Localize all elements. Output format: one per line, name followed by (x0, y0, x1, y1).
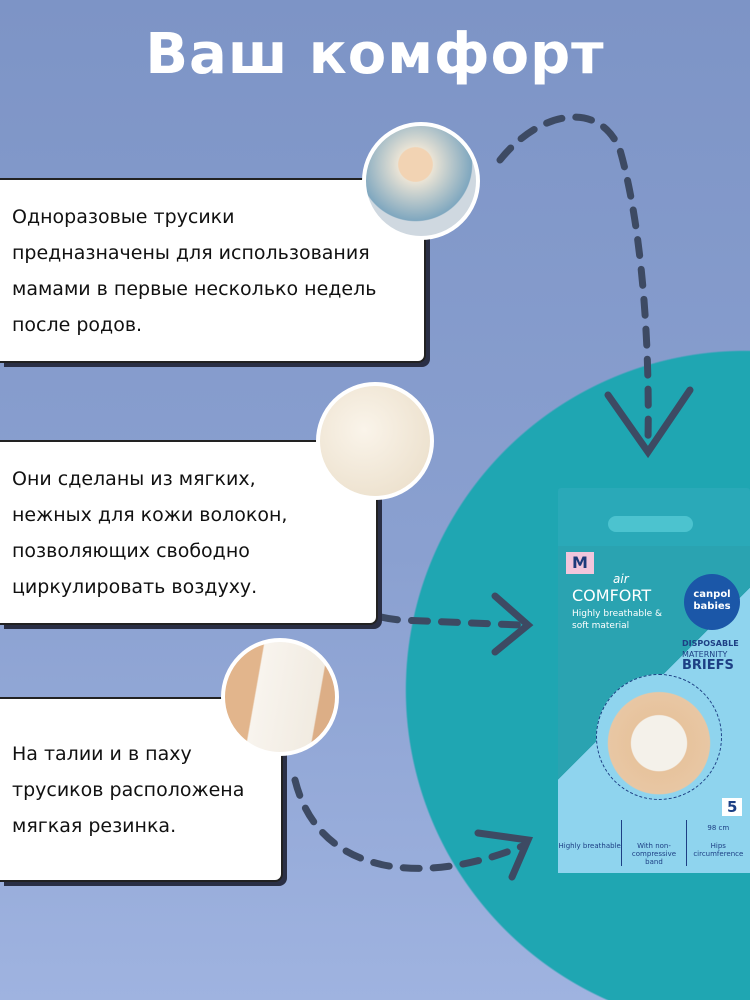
card-text-line: нежных для кожи волокон, (12, 503, 288, 526)
arrowhead-1 (604, 386, 694, 459)
product-name: DISPOSABLE MATERNITY BRIEFS (682, 638, 748, 673)
maternity-text: MATERNITY (682, 650, 728, 659)
pack-count: 5 (722, 798, 743, 816)
tagline: Highly breathable & soft material (572, 609, 663, 631)
product-package: M air COMFORT Highly breathable & soft m… (558, 488, 750, 873)
card-text-line: трусиков расположена (12, 778, 245, 801)
product-photo (596, 674, 722, 800)
page-title: Ваш комфорт (145, 22, 605, 87)
info-card-1: Одноразовые трусики предназначены для ис… (0, 178, 426, 363)
comfort-label: COMFORT (572, 586, 652, 605)
photo-briefs-waist (221, 638, 339, 756)
card-text-line: Они сделаны из мягких, (12, 467, 256, 490)
disposable-text: DISPOSABLE (682, 639, 739, 648)
feature-row: Highly breathable With non-compressive b… (558, 820, 750, 866)
card-text-line: На талии и в паху (12, 742, 192, 765)
feature-breathable: Highly breathable (558, 820, 623, 866)
card-text-line: после родов. (12, 313, 143, 336)
briefs-text: BRIEFS (682, 658, 734, 673)
brand-logo: canpol babies (684, 574, 740, 630)
hips-size: 98 cm (707, 824, 730, 832)
info-card-2: Они сделаны из мягких, нежных для кожи в… (0, 440, 378, 625)
card-text-line: предназначены для использования (12, 241, 370, 264)
photo-soft-fabric (316, 382, 434, 500)
air-label: air (613, 572, 629, 586)
photo-mother-with-baby (362, 122, 480, 240)
card-text-line: циркулировать воздуху. (12, 575, 258, 598)
card-text-line: мамами в первые несколько недель (12, 277, 377, 300)
card-text-line: мягкая резинка. (12, 814, 177, 837)
arrow-1 (496, 113, 652, 444)
card-text-line: позволяющих свободно (12, 539, 250, 562)
size-badge: M (566, 552, 594, 574)
card-text-line: Одноразовые трусики (12, 205, 235, 228)
arrowhead-3 (474, 829, 534, 881)
feature-band: With non-compressive band (622, 820, 687, 866)
arrow-3 (291, 776, 529, 872)
package-front: M air COMFORT Highly breathable & soft m… (558, 546, 750, 873)
arrowhead-2 (491, 592, 534, 656)
hang-hole (608, 516, 693, 532)
feature-hips: Hips circumference (693, 842, 744, 858)
